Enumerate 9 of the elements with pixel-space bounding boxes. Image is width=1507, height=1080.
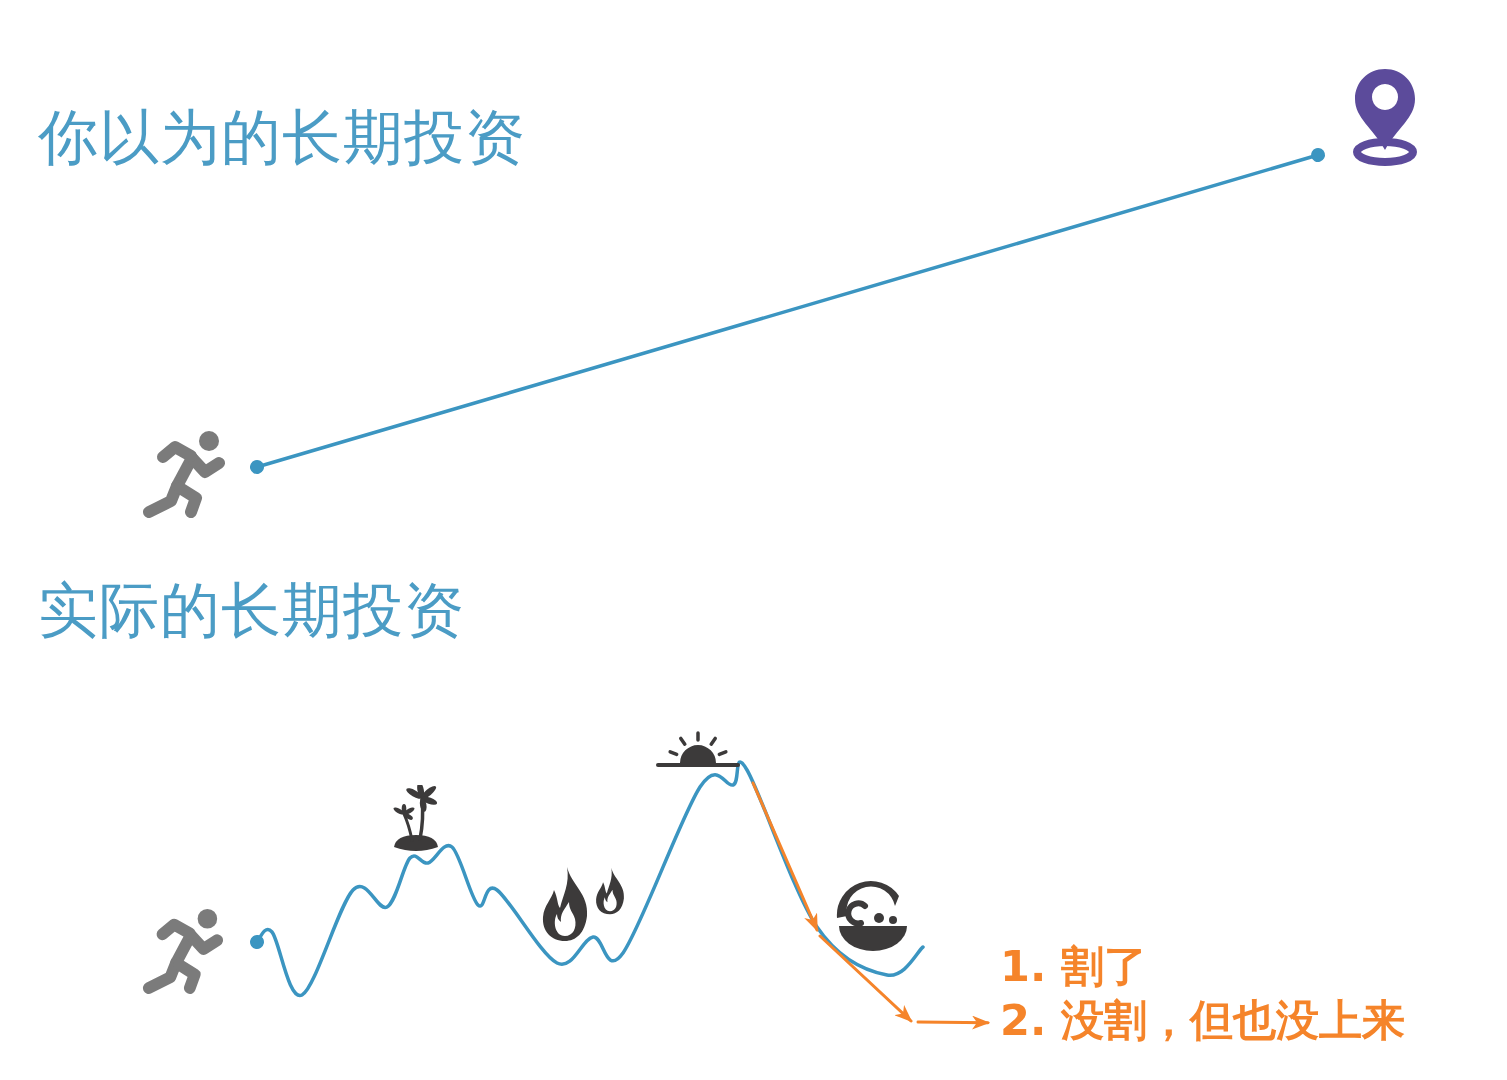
wavy-line	[250, 760, 925, 998]
annotation-text: 2. 没割，但也没上来	[1000, 996, 1406, 1046]
location-pin-icon	[1352, 66, 1418, 166]
runner-icon	[140, 428, 226, 518]
annotation-text: 1. 割了	[1000, 942, 1148, 992]
trend-line	[250, 148, 1325, 474]
heading: 实际的长期投资	[38, 577, 465, 643]
arrow	[916, 1015, 990, 1030]
heading: 你以为的长期投资	[38, 104, 526, 170]
